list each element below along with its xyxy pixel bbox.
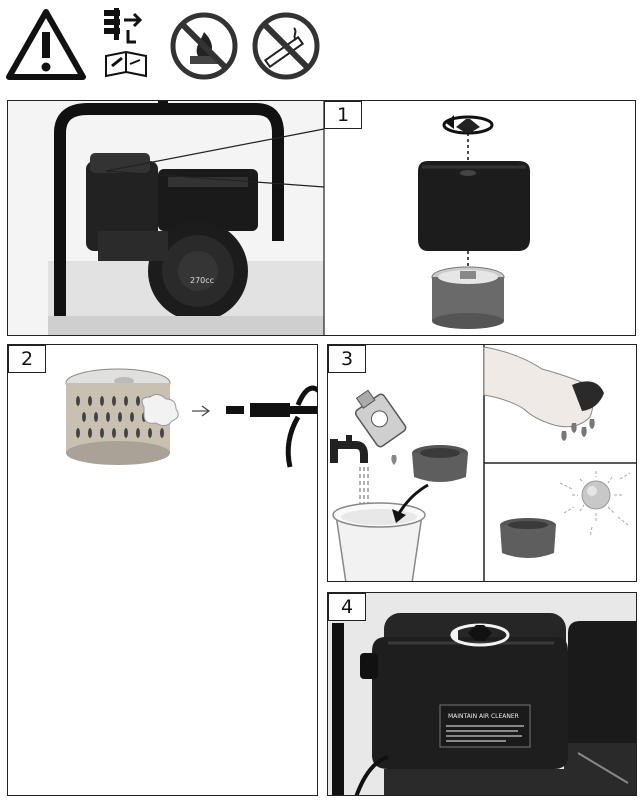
sun-rays [559, 471, 631, 538]
step3-illustration [330, 345, 636, 581]
step4-illustration: MAINTAIN AIR CLEANER [328, 593, 636, 795]
step2-panel: 2 [7, 344, 318, 796]
step3-panel: 3 [327, 344, 637, 582]
no-open-flame-icon [170, 12, 238, 80]
step2-number: 2 [8, 345, 46, 373]
step1-panel: 270cc 1 [7, 100, 636, 336]
step2-illustration [65, 368, 317, 468]
label-fine-print [446, 725, 524, 742]
no-smoking-icon [252, 12, 320, 80]
disconnect-spark-plug-manual-icon [104, 8, 147, 78]
step4-number: 4 [328, 593, 366, 621]
water-stream [359, 467, 369, 517]
step1-illustration: 270cc [8, 101, 530, 335]
air-cleaner-label-heading: MAINTAIN AIR CLEANER [448, 713, 519, 720]
warning-triangle-icon [6, 9, 86, 80]
step1-number: 1 [324, 101, 362, 129]
step4-panel: 4 MAINTAIN AIR CLEANER [327, 592, 637, 796]
engine-displacement-decal: 270cc [190, 276, 214, 285]
header-icons [0, 0, 642, 92]
step3-number: 3 [328, 345, 366, 373]
